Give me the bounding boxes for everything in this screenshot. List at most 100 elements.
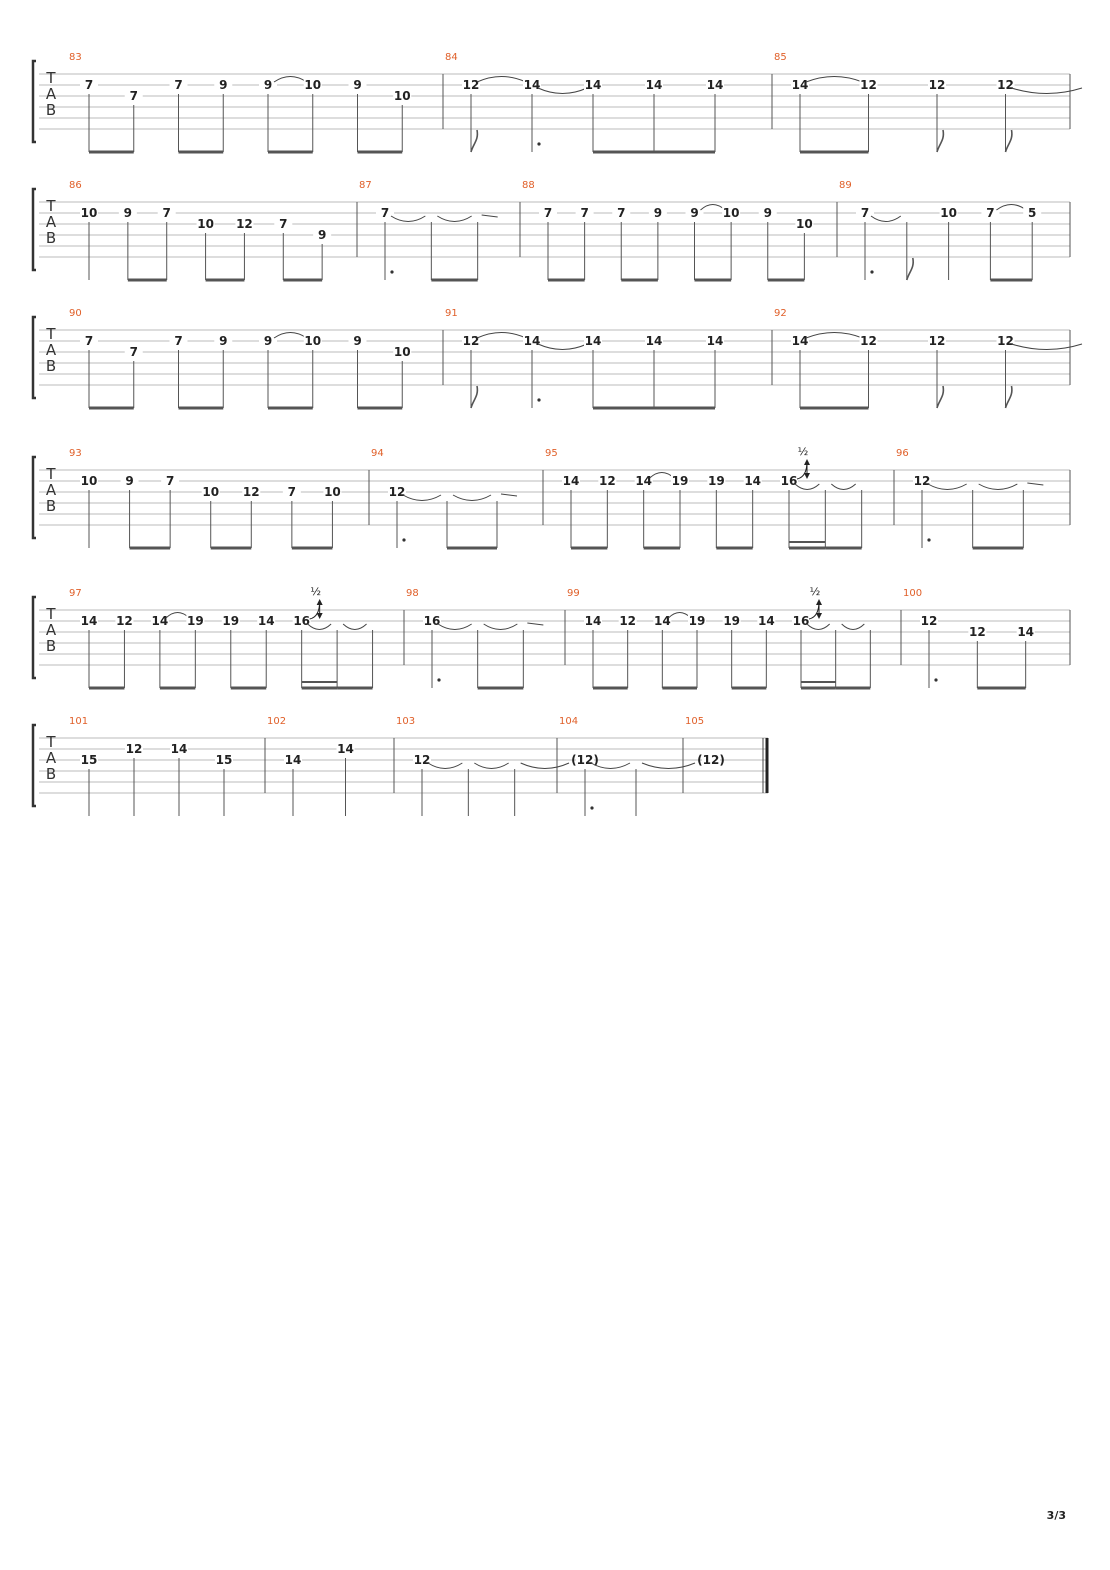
tab-clef-letter: A [46, 85, 57, 103]
fret-background [634, 474, 653, 487]
measure-number: 103 [396, 716, 415, 727]
fret-number: 12 [463, 78, 480, 92]
tab-clef-letter: T [45, 325, 56, 343]
fret-number: 9 [353, 78, 361, 92]
fret-background [780, 474, 798, 487]
tie-arc [437, 623, 472, 630]
fret-background [648, 206, 667, 219]
fret-background [462, 334, 480, 347]
fret-background [348, 334, 367, 347]
fret-background [707, 474, 726, 487]
fret-number: 9 [690, 206, 698, 220]
measure-number: 84 [445, 52, 458, 63]
fret-background [303, 78, 322, 91]
fret-background [196, 217, 215, 230]
fret-number: 10 [81, 206, 98, 220]
fret-number: 14 [285, 753, 302, 767]
fret-number: 19 [689, 614, 706, 628]
fret-number: 14 [585, 334, 602, 348]
fret-number: 14 [635, 474, 652, 488]
fret-background [920, 614, 938, 627]
fret-number: 9 [124, 206, 132, 220]
note-flag [470, 129, 479, 153]
fret-number: 16 [424, 614, 441, 628]
fret-background [685, 206, 704, 219]
fret-number: 14 [171, 742, 188, 756]
bend-amount: ½ [310, 585, 321, 598]
fret-number: 10 [304, 334, 321, 348]
fret-number: 12 [921, 614, 938, 628]
measure-number: 85 [774, 52, 787, 63]
measure-number: 94 [371, 448, 384, 459]
fret-background [523, 334, 541, 347]
fret-number: 7 [544, 206, 552, 220]
fret-background [201, 485, 220, 498]
tie-arc [342, 623, 367, 630]
fret-number: 16 [781, 474, 798, 488]
fret-number: 14 [744, 474, 761, 488]
fret-background [214, 78, 233, 91]
fret-number: 12 [860, 78, 877, 92]
slur-arc [649, 472, 675, 479]
fret-number: 5 [1028, 206, 1036, 220]
fret-background [584, 78, 602, 91]
fret-background [913, 474, 931, 487]
tab-clef-letter: B [46, 229, 56, 247]
fret-number: 16 [793, 614, 810, 628]
tab-clef-letter: B [46, 637, 56, 655]
fret-number: 12 [463, 334, 480, 348]
fret-number: 7 [580, 206, 588, 220]
duration-dot [402, 538, 406, 542]
fret-background [259, 334, 277, 347]
measure-number: 92 [774, 308, 787, 319]
fret-background [618, 614, 637, 627]
fret-background [80, 334, 98, 347]
fret-background [157, 206, 176, 219]
fret-background [706, 334, 724, 347]
fret-number: 15 [81, 753, 98, 767]
fret-background [169, 78, 188, 91]
fret-number: 7 [174, 334, 182, 348]
slur-arc [805, 76, 863, 83]
measure-number: 86 [69, 180, 82, 191]
tie-arc [390, 215, 426, 222]
system-bracket [31, 455, 36, 540]
tab-clef-letter: T [45, 69, 56, 87]
fret-number: 12 [997, 334, 1014, 348]
fret-background [80, 474, 98, 487]
fret-number: 7 [174, 78, 182, 92]
fret-number: 14 [337, 742, 354, 756]
fret-background [313, 228, 332, 241]
tie-arc [520, 762, 570, 769]
measure-number: 105 [685, 716, 704, 727]
fret-number: 9 [264, 334, 272, 348]
slur-arc [667, 612, 692, 619]
bend-amount: ½ [798, 445, 809, 458]
measure-number: 91 [445, 308, 458, 319]
tab-clef-letter: A [46, 341, 57, 359]
fret-number: 9 [654, 206, 662, 220]
note-flag [936, 385, 945, 409]
measure-number: 104 [559, 716, 578, 727]
tie-arc [402, 494, 442, 501]
fret-background [259, 78, 277, 91]
fret-number: 10 [197, 217, 214, 231]
system-bracket [31, 723, 36, 808]
slur-arc [273, 332, 308, 339]
fret-background [856, 206, 874, 219]
fret-background [393, 345, 412, 358]
tie-arc [870, 215, 902, 222]
fret-background [671, 474, 689, 487]
fret-background [757, 614, 776, 627]
tie-arc [474, 762, 509, 769]
fret-number: 14 [524, 78, 541, 92]
fret-number: 9 [219, 334, 227, 348]
tie-arc [927, 483, 967, 490]
fret-number: 12 [997, 78, 1014, 92]
tie-arc [978, 483, 1018, 490]
